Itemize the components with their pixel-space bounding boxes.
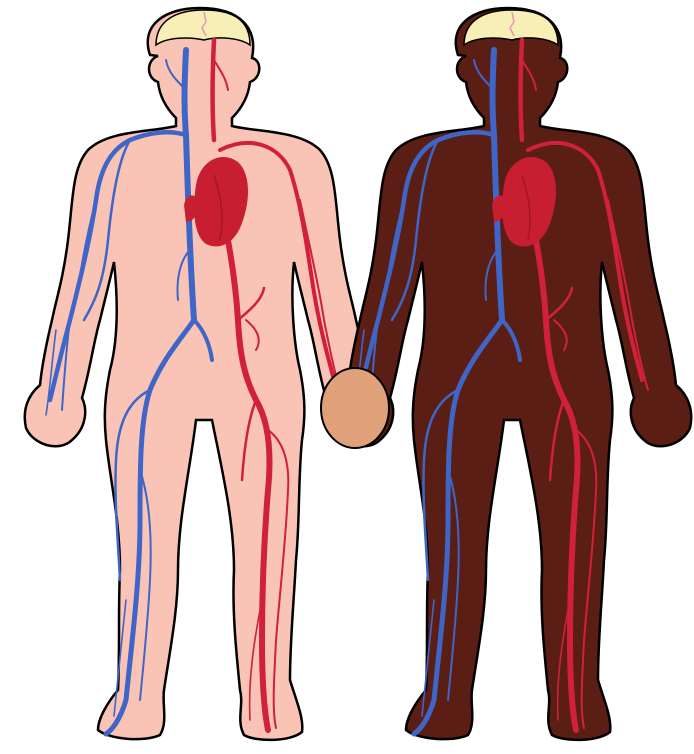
body-silhouette bbox=[25, 8, 383, 740]
human-figure-dark bbox=[333, 8, 691, 740]
human-figure-light bbox=[25, 8, 383, 740]
body-silhouette bbox=[333, 8, 691, 740]
clasped-hands bbox=[321, 368, 389, 448]
